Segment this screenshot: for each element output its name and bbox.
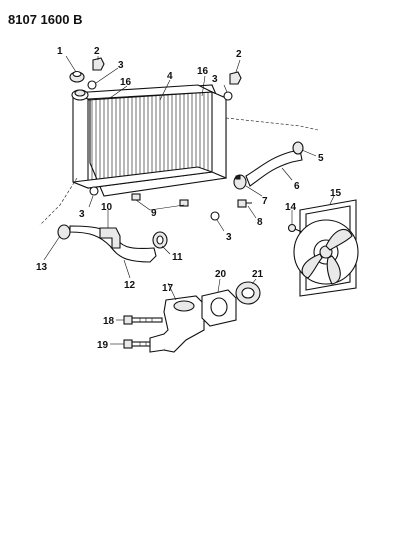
callout-20: 20 (215, 269, 227, 280)
callout-4: 4 (167, 71, 173, 82)
callout-1: 1 (57, 46, 63, 57)
callout-17: 17 (162, 283, 174, 294)
isolator (210, 211, 220, 221)
thermostat-housing (149, 295, 205, 353)
callout-10: 10 (101, 202, 113, 213)
upper-radiator-hose (245, 149, 303, 187)
diagram-header: 8107 1600 B (8, 12, 82, 27)
callout-14: 14 (285, 202, 297, 213)
callout-labels: 1 2 2 3 3 3 3 4 5 6 7 8 9 10 11 12 13 14… (36, 46, 342, 351)
callout-16: 16 (120, 77, 132, 88)
leader-lines (43, 55, 335, 345)
housing-bolt (123, 315, 163, 325)
radiator-filler-neck (71, 89, 89, 101)
callout-3: 3 (212, 74, 218, 85)
isolator (223, 91, 233, 101)
callout-21: 21 (252, 269, 264, 280)
mounting-clip (92, 57, 105, 71)
callout-7: 7 (262, 196, 268, 207)
callout-15: 15 (330, 188, 342, 199)
callout-9: 9 (151, 208, 157, 219)
drain-fitting (131, 193, 189, 207)
radiator-cap (69, 70, 85, 83)
callout-3: 3 (118, 60, 124, 71)
radiator-core (91, 92, 209, 188)
callout-8: 8 (257, 217, 263, 228)
callout-2: 2 (236, 49, 242, 60)
fan-shroud (293, 199, 359, 297)
drain-cock (237, 199, 252, 208)
callout-13: 13 (36, 262, 48, 273)
callout-3: 3 (79, 209, 85, 220)
isolator (87, 80, 97, 90)
shroud-screw (287, 223, 303, 233)
callout-19: 19 (97, 340, 109, 351)
thermostat-gasket (201, 289, 237, 327)
thermostat (235, 281, 261, 305)
cooler-line (225, 117, 319, 131)
callout-16: 16 (197, 66, 209, 77)
mounting-clip (229, 71, 242, 85)
callout-6: 6 (294, 181, 300, 192)
hose-clamp (152, 231, 168, 249)
callout-18: 18 (103, 316, 115, 327)
hose-clamp (57, 224, 71, 240)
callout-2: 2 (94, 46, 100, 57)
radiator (72, 84, 227, 197)
hose-bracket (99, 227, 121, 249)
callout-11: 11 (172, 252, 183, 263)
isolator (89, 186, 99, 196)
hose-clamp (292, 141, 304, 155)
callout-5: 5 (318, 153, 324, 164)
cooler-line (39, 177, 78, 226)
hose-clamp (233, 174, 247, 190)
callout-3: 3 (226, 232, 232, 243)
callout-12: 12 (124, 280, 136, 291)
